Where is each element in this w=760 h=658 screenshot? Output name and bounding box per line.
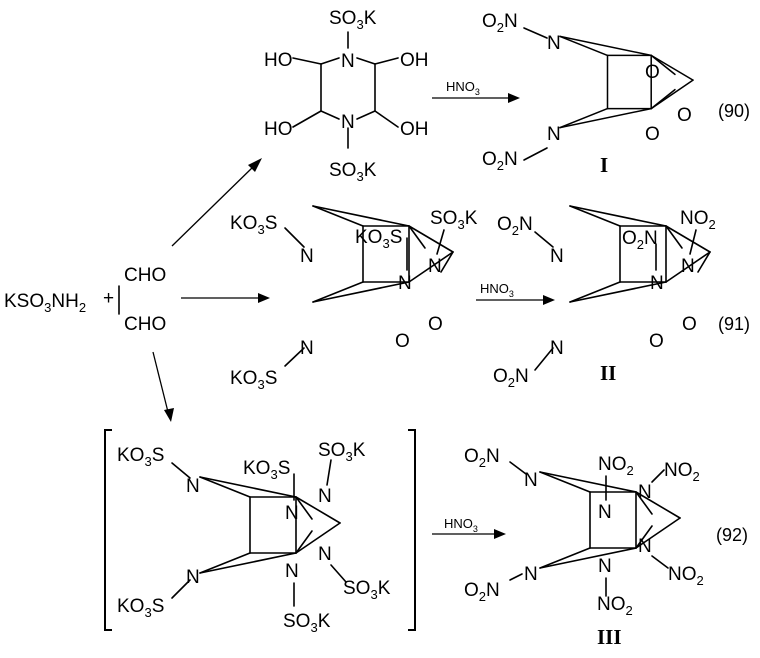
nitro-group: O2N [497, 214, 533, 238]
nitro-group: O2N [622, 228, 658, 252]
so3k-group: SO3K [318, 440, 366, 464]
oxygen-label: O [428, 314, 443, 335]
hydroxyl-label: OH [400, 50, 429, 71]
nitro-group: O2N [464, 580, 500, 604]
nitrogen-label: N [681, 256, 695, 277]
nitro-group: NO2 [680, 208, 716, 232]
oxygen-label: O [677, 105, 692, 126]
reactants: KSO3NH2 + CHO CHO [4, 265, 166, 335]
nitrogen-label: N [547, 33, 561, 54]
so3k-group: SO3K [329, 8, 377, 32]
left-bracket [104, 429, 112, 631]
sulfamate-formula: KSO [4, 291, 44, 312]
nitrogen-label: N [318, 486, 332, 507]
hydroxyl-label: HO [264, 50, 293, 71]
kso3s-group: KO3S [117, 445, 164, 469]
equation-number-92: (92) [716, 525, 748, 545]
svg-text:HNO3: HNO3 [480, 281, 514, 299]
glyoxal-cho-top: CHO [124, 265, 166, 286]
nitro-group: NO2 [664, 460, 700, 484]
nitrogen-label: N [318, 544, 332, 565]
arrow-hno3-92: HNO3 [432, 516, 506, 539]
nitro-group: NO2 [598, 454, 634, 478]
nitrogen-label: N [524, 470, 538, 491]
nitro-group: O2N [482, 11, 518, 35]
oxygen-label: O [395, 331, 410, 352]
nitrogen-label: N [638, 536, 652, 557]
arrow-to-hexaaza-trisulfo [181, 293, 270, 303]
nitrogen-label: N [650, 273, 664, 294]
nitro-group: O2N [464, 446, 500, 470]
nitrogen-label: N [398, 273, 412, 294]
svg-text:HNO3: HNO3 [444, 516, 478, 534]
kso3s-group: KO3S [117, 596, 164, 620]
nitrogen-label: N [598, 556, 612, 577]
bracket-intermediate: N N N N N N KO3S KO3S SO3K KO3S SO3K SO3… [104, 429, 416, 635]
hydroxyl-label: HO [264, 119, 293, 140]
nitrogen-label: N [550, 338, 564, 359]
nitrogen-label: N [285, 561, 299, 582]
arrow-hno3-91: HNO3 [476, 281, 555, 305]
compound-label-III: III [597, 625, 622, 649]
so3k-group: SO3K [283, 611, 331, 635]
nitrogen-label: N [285, 503, 299, 524]
product-I: N N O O O O2N O2N I [482, 11, 694, 177]
nitro-group: O2N [482, 149, 518, 173]
nitrogen-label: N [598, 502, 612, 523]
equation-number-91: (91) [718, 314, 750, 334]
nitrogen-label: N [524, 564, 538, 585]
kso3s-group: KO3S [355, 227, 402, 251]
kso3s-group: KO3S [243, 458, 290, 482]
product-II: N N N N O O O2N O2N NO2 O2N II [493, 205, 716, 390]
oxygen-label: O [645, 62, 660, 83]
compound-label-I: I [600, 153, 608, 177]
nitro-group: O2N [493, 366, 529, 390]
kso3s-group: KO3S [230, 213, 277, 237]
piperazine-tetraol: N N SO3K SO3K HO HO OH OH [264, 8, 429, 184]
nitro-group: NO2 [668, 564, 704, 588]
nitrogen-label: N [638, 482, 652, 503]
oxygen-label: O [682, 314, 697, 335]
hydroxyl-label: OH [400, 119, 429, 140]
nitrogen-label: N [300, 338, 314, 359]
kso3s-group: KO3S [230, 368, 277, 392]
arrow-to-piperazine [171, 158, 262, 247]
nitrogen-label: N [428, 256, 442, 277]
nitrogen-label: N [550, 246, 564, 267]
nitrogen-label: N [300, 246, 314, 267]
ring-nitrogen-top: N [341, 51, 355, 72]
oxygen-label: O [645, 124, 660, 145]
ring-nitrogen-bottom: N [341, 112, 355, 133]
so3k-group: SO3K [343, 578, 391, 602]
nitrogen-label: N [186, 476, 200, 497]
so3k-group: SO3K [430, 208, 478, 232]
plus-sign: + [103, 288, 114, 309]
svg-text:KSO3NH2: KSO3NH2 [4, 291, 86, 315]
compound-label-II: II [600, 361, 616, 385]
nitro-group: NO2 [597, 594, 633, 618]
product-III: N N N N N N O2N NO2 NO2 O2N NO2 NO2 III [464, 446, 704, 649]
arrow-to-bracket-intermediate [152, 351, 174, 422]
equation-number-90: (90) [718, 101, 750, 121]
so3k-group: SO3K [329, 160, 377, 184]
nitrogen-label: N [547, 124, 561, 145]
nitrogen-label: N [186, 567, 200, 588]
right-bracket [408, 429, 416, 631]
arrow-hno3-90: HNO3 [432, 79, 520, 103]
oxygen-label: O [649, 331, 664, 352]
svg-text:HNO3: HNO3 [446, 79, 480, 97]
hexaaza-trisulfo-compound: N N N N O O KO3S KO3S SO3K KO3S [230, 205, 478, 392]
glyoxal-cho-bottom: CHO [124, 314, 166, 335]
